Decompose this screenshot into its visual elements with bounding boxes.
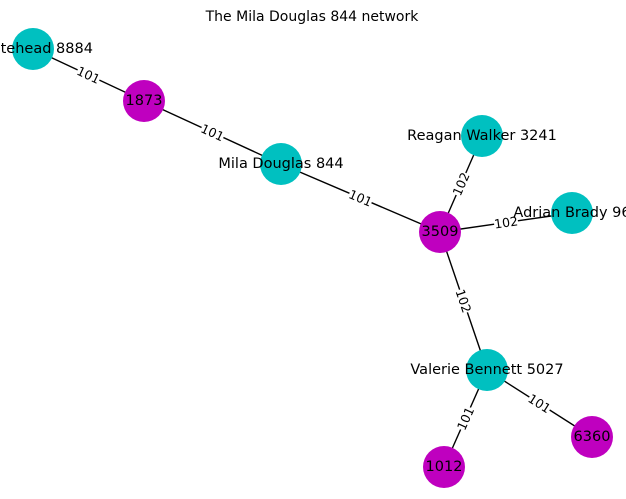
node-valerie[interactable]: Valerie Bennett 5027 bbox=[410, 349, 564, 391]
edge-label-background bbox=[525, 390, 554, 417]
node-label: 6360 bbox=[574, 429, 611, 445]
edge-label-background bbox=[74, 62, 103, 88]
node-n1873[interactable]: 1873 bbox=[123, 80, 165, 122]
edge-label-background bbox=[198, 120, 227, 145]
node-label: 1873 bbox=[126, 93, 163, 109]
node-adrian[interactable]: Adrian Brady 96 bbox=[513, 192, 626, 234]
node-n1012[interactable]: 1012 bbox=[423, 446, 465, 488]
node-label: Whitehead 8884 bbox=[0, 41, 93, 57]
person-node-circle[interactable] bbox=[551, 192, 593, 234]
node-label: Valerie Bennett 5027 bbox=[410, 362, 563, 378]
diagram-title: The Mila Douglas 844 network bbox=[205, 9, 420, 25]
id-node-circle[interactable] bbox=[423, 446, 465, 488]
node-label: Reagan Walker 3241 bbox=[407, 128, 557, 144]
edge-label: 102 bbox=[453, 287, 475, 314]
node-reagan[interactable]: Reagan Walker 3241 bbox=[407, 115, 557, 157]
id-node-circle[interactable] bbox=[123, 80, 165, 122]
node-whitehead[interactable]: Whitehead 8884 bbox=[0, 28, 93, 70]
node-label: 1012 bbox=[426, 459, 463, 475]
edge-label-background bbox=[346, 185, 375, 211]
edge-label: 102 bbox=[493, 213, 519, 231]
edge-label-background bbox=[453, 404, 478, 433]
edge-n3509-adrian: 102 bbox=[439, 212, 573, 233]
person-node-circle[interactable] bbox=[461, 115, 503, 157]
node-n6360[interactable]: 6360 bbox=[571, 416, 613, 458]
node-mila[interactable]: Mila Douglas 844 bbox=[218, 143, 344, 185]
edge-label-background bbox=[492, 212, 520, 233]
edge-label-background bbox=[448, 169, 474, 199]
person-node-circle[interactable] bbox=[12, 28, 54, 70]
edge-label-background bbox=[452, 287, 475, 315]
node-label: Mila Douglas 844 bbox=[218, 156, 343, 172]
node-label: 3509 bbox=[422, 224, 459, 240]
node-n3509[interactable]: 3509 bbox=[419, 211, 461, 253]
id-node-circle[interactable] bbox=[571, 416, 613, 458]
id-node-circle[interactable] bbox=[419, 211, 461, 253]
node-label: Adrian Brady 96 bbox=[513, 205, 626, 221]
person-node-circle[interactable] bbox=[466, 349, 508, 391]
edge-n3509-valerie: 102 bbox=[439, 231, 488, 371]
person-node-circle[interactable] bbox=[260, 143, 302, 185]
